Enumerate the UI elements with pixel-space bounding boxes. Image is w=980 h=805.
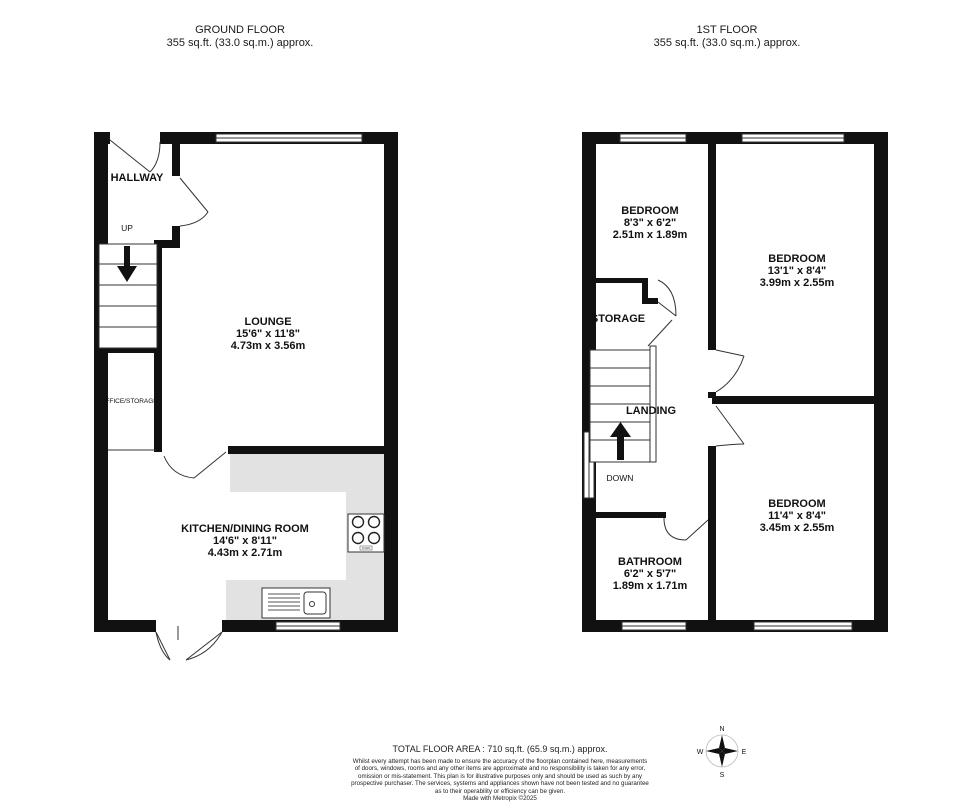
ground-floor-area: 355 sq.ft. (33.0 sq.m.) approx. <box>166 37 314 49</box>
disclaimer-line-2: of doors, windows, rooms and any other i… <box>354 765 646 773</box>
bedroom-main-label: BEDROOM <box>768 253 825 265</box>
bathroom-label: BATHROOM <box>618 556 682 568</box>
lounge-imperial: 15'6" x 11'8" <box>236 328 300 340</box>
disclaimer-line-3: omission or mis-statement. This plan is … <box>358 772 642 780</box>
bedroom-main-metric: 3.99m x 2.55m <box>760 277 835 289</box>
stairs-down-label: DOWN <box>607 473 634 483</box>
kitchen-floor-fill <box>226 454 386 624</box>
hallway-wall-mid <box>172 226 180 246</box>
kitchen-imperial: 14'6" x 8'11" <box>213 535 277 547</box>
ground-bottom-wall-left <box>94 620 156 632</box>
floorplan-footer: TOTAL FLOOR AREA : 710 sq.ft. (65.9 sq.m… <box>300 744 700 802</box>
compass-w: W <box>697 749 704 756</box>
small-bedroom-bottom-wall <box>590 278 644 283</box>
front-door-leaf <box>109 139 151 173</box>
bedroom-rear-imperial: 11'4" x 8'4" <box>768 510 826 522</box>
first-floor-title: 1ST FLOOR <box>696 24 758 36</box>
kitchen-door-leaf <box>193 451 227 479</box>
compass-e: E <box>742 749 747 756</box>
bedrooms-divider-wall <box>712 396 884 404</box>
hallway-wall-upper <box>172 144 180 176</box>
lounge-label: LOUNGE <box>244 316 291 328</box>
office-top-wall <box>104 348 158 353</box>
ground-left-wall <box>94 132 108 632</box>
disclaimer-line-4: prospective purchaser. The services, sys… <box>351 780 649 788</box>
first-floor-plan: BEDROOM 8'3" x 6'2" 2.51m x 1.89m BEDROO… <box>582 132 888 632</box>
landing-stairs-arrow-icon <box>610 422 631 437</box>
patio-door-left <box>155 631 171 661</box>
first-floor-area: 355 sq.ft. (33.0 sq.m.) approx. <box>653 37 801 49</box>
landing-label: LANDING <box>626 405 676 417</box>
stair-rail <box>649 345 657 463</box>
main-bedroom-left-wall-upper <box>708 140 716 350</box>
sink-icon <box>261 587 331 619</box>
stairs-down-arrow-shaft <box>124 246 130 266</box>
rear-bedroom-left-wall <box>708 446 716 622</box>
total-floor-area: TOTAL FLOOR AREA : 710 sq.ft. (65.9 sq.m… <box>392 744 608 754</box>
bedroom-main-imperial: 13'1" x 8'4" <box>768 265 826 277</box>
storage-door <box>647 319 673 347</box>
stairs-up-label: UP <box>121 223 133 233</box>
small-bedroom-door <box>657 279 677 317</box>
first-floor-heading: 1ST FLOOR 355 sq.ft. (33.0 sq.m.) approx… <box>597 24 857 50</box>
ground-floor-title: GROUND FLOOR <box>195 24 285 36</box>
office-storage-label: OFFICE/STORAGE <box>100 398 158 405</box>
bedroom-small-imperial: 8'3" x 6'2" <box>624 217 676 229</box>
storage-label: STORAGE <box>591 313 645 325</box>
bedroom-rear-label: BEDROOM <box>768 498 825 510</box>
main-bedroom-door <box>715 349 745 357</box>
made-with-credit: Made with Metropix ©2025 <box>463 795 537 803</box>
ground-right-wall <box>384 132 398 632</box>
rear-bedroom-door <box>715 405 745 445</box>
bedroom-rear-metric: 3.45m x 2.55m <box>760 522 835 534</box>
first-left-wall <box>582 132 596 632</box>
lounge-door-leaf <box>179 177 209 213</box>
disclaimer: Whilst every attempt has been made to en… <box>300 758 700 802</box>
ground-top-wall-left <box>94 132 110 144</box>
stairs-arrow-icon <box>117 266 137 282</box>
ground-floor-plan: OVEN HALLWAY UP OFFICE/STORAGE LOUNGE 15… <box>94 132 398 661</box>
lounge-left-wall <box>154 240 162 452</box>
lounge-bottom-wall <box>228 446 398 454</box>
bedroom-small-metric: 2.51m x 1.89m <box>613 229 688 241</box>
bedroom-small-label: BEDROOM <box>621 205 678 217</box>
ground-floor-heading: GROUND FLOOR 355 sq.ft. (33.0 sq.m.) app… <box>110 24 370 50</box>
kitchen-label: KITCHEN/DINING ROOM <box>181 523 309 535</box>
hob-icon: OVEN <box>347 513 385 553</box>
bathroom-door <box>663 517 687 541</box>
bathroom-top-wall <box>590 512 666 518</box>
hallway-wall-step <box>154 240 180 248</box>
hallway-label: HALLWAY <box>111 172 164 184</box>
landing-arrow-shaft <box>617 436 624 460</box>
disclaimer-line-5: as to their operability or efficiency ca… <box>434 787 566 795</box>
lounge-metric: 4.73m x 3.56m <box>231 340 306 352</box>
first-right-wall <box>874 132 888 632</box>
bathroom-metric: 1.89m x 1.71m <box>613 580 688 592</box>
disclaimer-line-1: Whilst every attempt has been made to en… <box>352 758 648 765</box>
compass-n: N <box>719 726 724 733</box>
patio-door-right <box>185 631 223 661</box>
bathroom-imperial: 6'2" x 5'7" <box>624 568 676 580</box>
kitchen-metric: 4.43m x 2.71m <box>208 547 283 559</box>
hob-label: OVEN <box>362 546 371 550</box>
compass-icon: N S E W <box>697 726 747 779</box>
compass-s: S <box>720 772 725 779</box>
